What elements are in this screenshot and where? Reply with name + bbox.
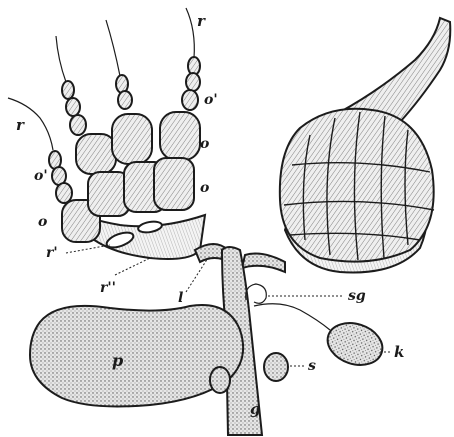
tubule-4-filament [186,8,194,58]
organ-s [264,353,288,381]
label-r-double-prime: r'' [100,280,116,296]
tubule-4 [154,8,200,210]
label-k: k [394,343,404,361]
leader-r-double-prime [115,258,150,275]
label-o-right-2: o [200,180,209,196]
label-o-prime-left: o' [34,168,48,184]
tubule-1-filament [8,98,53,150]
tubule-4-segment [160,112,200,160]
tubule-2-segment [70,115,86,135]
tubule-4-segment [186,73,200,91]
right-duct [242,254,285,272]
tubule-2-segment [76,134,116,174]
label-g: g [250,400,261,418]
label-r-prime: r' [46,245,58,261]
label-r-top: r [197,12,206,30]
tubule-3-filament [106,20,120,76]
label-o-right-1: o [200,136,209,152]
label-p: p [112,351,123,370]
label-r-left: r [16,116,25,134]
label-s: s [308,358,316,374]
right-cluster-filaments [340,18,450,122]
stalk-to-k [254,304,330,330]
label-o-prime-right: o' [204,92,218,108]
leader-l [186,258,208,292]
label-l: l [178,290,183,306]
right-tubule-cluster [280,18,450,273]
tubule-4-segment [154,158,194,210]
tubule-4-segment [182,90,198,110]
tubule-2-segment [62,81,74,99]
organ-p [30,305,243,406]
organ-k [322,316,388,371]
tubule-3-segment [118,91,132,109]
tubule-2-segment [66,98,80,116]
label-sg: sg [348,288,366,304]
label-o-left: o [38,214,47,230]
tubule-3-segment [112,114,152,164]
tubule-2-filament [56,36,66,82]
tubule-1-segment [56,183,72,203]
organ-s-left [210,367,230,393]
